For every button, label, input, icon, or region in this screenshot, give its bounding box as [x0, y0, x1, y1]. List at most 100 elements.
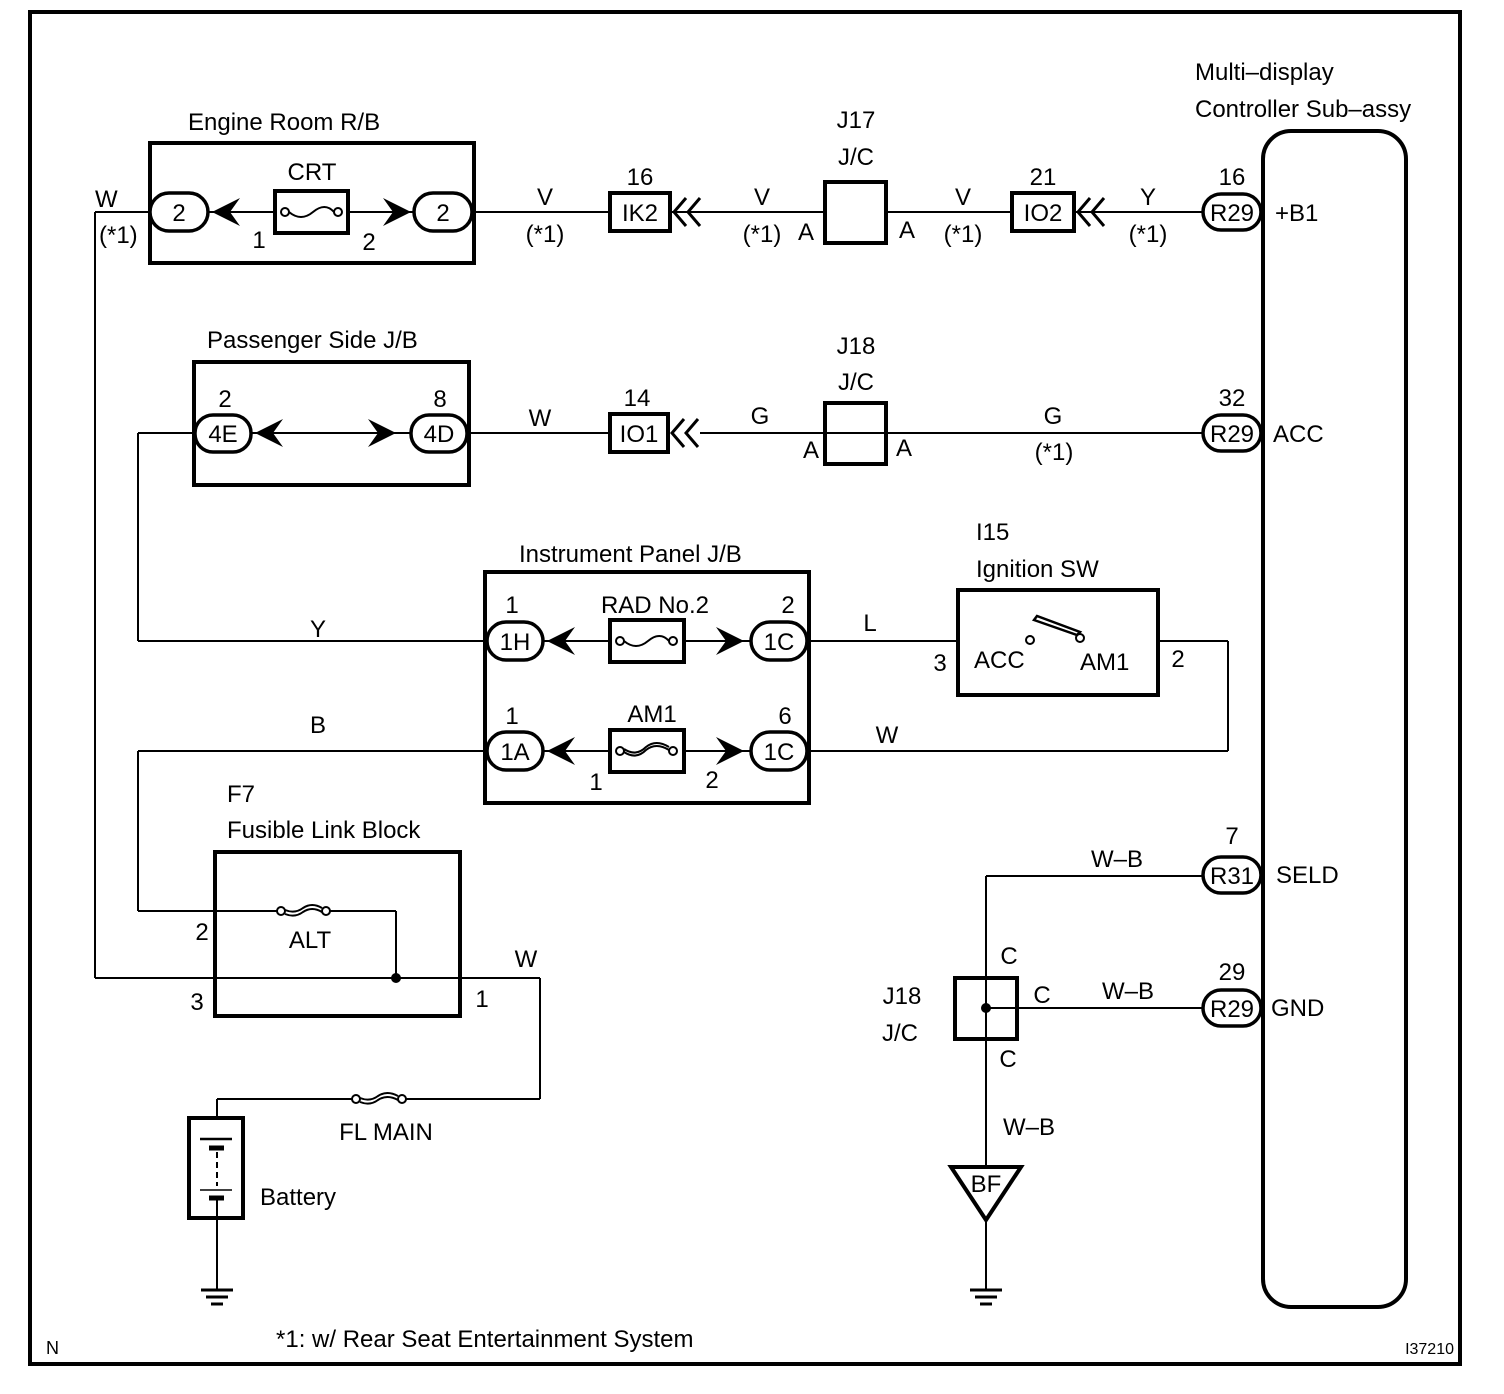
ground-point-triangle — [947, 1165, 1025, 1224]
connector-pill — [749, 730, 809, 772]
wire-color: G — [1044, 403, 1063, 430]
pin-number: 2 — [781, 592, 794, 619]
j18-pin: C — [1000, 943, 1017, 970]
fuse-icon — [288, 206, 335, 218]
ground-branch: W–B 7 R31 SELD C C C J18 J/C W–B 29 R29 … — [882, 823, 1339, 1306]
double-chevron-icon — [672, 197, 702, 227]
ground-point-label: BF — [971, 1171, 1002, 1198]
connector-pill — [148, 191, 210, 233]
wire-color: Y — [1140, 184, 1156, 211]
pin-number: 14 — [624, 385, 651, 412]
ignition-term: AM1 — [1080, 649, 1129, 676]
pin-number: 16 — [627, 164, 654, 191]
fusible-link-icon — [359, 1092, 399, 1105]
connector-io2-label: IO2 — [1024, 200, 1063, 227]
connector-pill — [485, 730, 545, 772]
frame-code: N — [46, 1338, 59, 1358]
j18-type: J/C — [838, 369, 874, 396]
wire-note: (*1) — [526, 221, 565, 248]
wire-color: W — [515, 946, 538, 973]
passenger-jb-title: Passenger Side J/B — [207, 327, 418, 354]
ignition-title: Ignition SW — [976, 556, 1099, 583]
connector-ik2 — [608, 191, 672, 233]
fuse-pin: 1 — [589, 769, 602, 796]
pin-number: 2 — [1171, 646, 1184, 673]
fuse-pin: 1 — [252, 227, 265, 254]
pin-number: 7 — [1225, 823, 1238, 850]
connector-arrow-icon — [383, 198, 411, 226]
wire-note: (*1) — [99, 222, 138, 249]
wire-color: L — [863, 610, 876, 637]
battery-label: Battery — [260, 1184, 336, 1211]
connector-arrow-icon — [547, 627, 575, 655]
signal-acc: ACC — [1273, 421, 1324, 448]
j18-id: J18 — [883, 983, 922, 1010]
wire-color: V — [754, 184, 770, 211]
connector-io1-label: IO1 — [620, 421, 659, 448]
signal-b1: +B1 — [1275, 200, 1318, 227]
wire-note: (*1) — [1035, 439, 1074, 466]
pin-number: 21 — [1030, 164, 1057, 191]
fuse-icon — [623, 635, 670, 647]
j18-type: J/C — [882, 1020, 918, 1047]
connector-pill — [409, 413, 469, 454]
wire-note: (*1) — [1129, 221, 1168, 248]
pin-number: 2 — [218, 386, 231, 413]
splice-dot — [391, 973, 401, 983]
wire-color: W–B — [1003, 1114, 1055, 1141]
wire-color: W–B — [1091, 846, 1143, 873]
connector-arrow-icon — [212, 198, 240, 226]
connector-io2 — [1010, 191, 1076, 233]
connector-arrow-icon — [547, 737, 575, 765]
connector-arrow-icon — [255, 419, 283, 447]
j18-pin: A — [896, 435, 912, 462]
fuse-pin: 2 — [705, 767, 718, 794]
connector-label: 1A — [500, 739, 529, 766]
connector-io1 — [608, 412, 670, 454]
instrument-panel-jb: Instrument Panel J/B Y 1 1H RAD No.2 2 1… — [137, 541, 1228, 911]
fuse-rad-label: RAD No.2 — [601, 592, 709, 619]
instrument-jb-title: Instrument Panel J/B — [519, 541, 742, 568]
connector-arrow-icon — [368, 419, 396, 447]
connector-arrow-icon — [716, 737, 744, 765]
fusible-link-title: Fusible Link Block — [227, 817, 421, 844]
j18-id: J18 — [837, 333, 876, 360]
connector-pill — [412, 191, 474, 233]
wire-note: (*1) — [743, 221, 782, 248]
controller-title-line1: Multi–display — [1195, 59, 1334, 86]
j17-pin: A — [899, 217, 915, 244]
connector-label: R29 — [1210, 996, 1254, 1023]
pin-number: 6 — [778, 703, 791, 730]
wire-color: W — [529, 405, 552, 432]
fusible-link-block: F7 Fusible Link Block ALT 2 3 1 W — [95, 781, 541, 1099]
j18-pin: C — [999, 1046, 1016, 1073]
multi-display-controller — [1261, 129, 1408, 1309]
connector-pill — [193, 413, 253, 454]
pin-number: 3 — [190, 989, 203, 1016]
j17-id: J17 — [837, 107, 876, 134]
ignition-switch: I15 Ignition SW ACC AM1 3 2 — [933, 519, 1229, 751]
connector-label: 4D — [424, 421, 455, 448]
wire-color: G — [751, 403, 770, 430]
connector-label: R29 — [1210, 421, 1254, 448]
conn-right: 2 — [436, 200, 449, 227]
fl-main-label: FL MAIN — [339, 1119, 433, 1146]
fuse-pin: 2 — [362, 229, 375, 256]
diagram-frame — [28, 10, 1462, 1366]
wire-color: V — [955, 184, 971, 211]
fusible-link-id: F7 — [227, 781, 255, 808]
battery-circuit: FL MAIN Battery — [187, 1092, 540, 1306]
switch-lever-icon — [1031, 614, 1083, 637]
wire-color: W — [876, 722, 899, 749]
j17-type: J/C — [838, 144, 874, 171]
connector-label: 1C — [764, 629, 795, 656]
pin-number: 1 — [475, 986, 488, 1013]
pin-number: 8 — [433, 386, 446, 413]
pin-number: 1 — [505, 703, 518, 730]
wire-color: V — [537, 184, 553, 211]
instrument-jb-box — [483, 570, 811, 805]
controller-title-line2: Controller Sub–assy — [1195, 96, 1411, 123]
ignition-switch-box — [956, 588, 1160, 697]
signal-gnd: GND — [1271, 995, 1324, 1022]
